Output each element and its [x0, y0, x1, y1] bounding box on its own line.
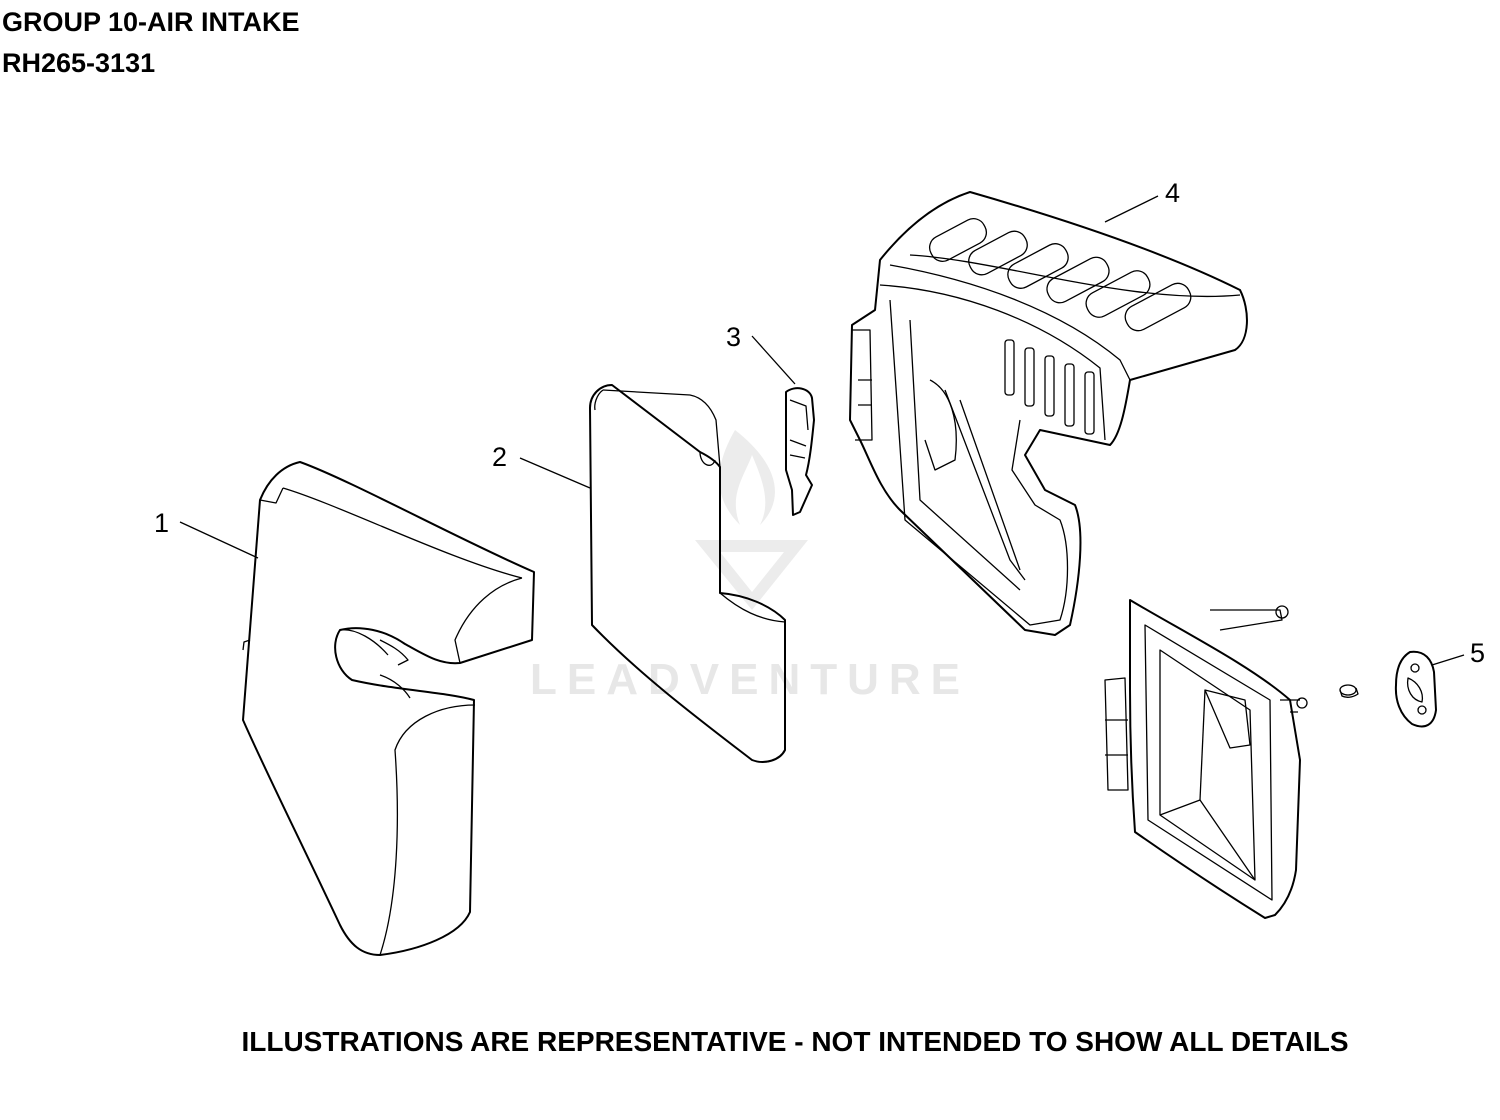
part-5-gasket: [1394, 650, 1437, 728]
callout-4: 4: [1165, 178, 1180, 208]
leader-lines: [179, 195, 1465, 666]
spacer-pin: [1339, 684, 1359, 698]
flame-v-logo-icon: [695, 430, 808, 610]
callout-2: 2: [492, 442, 507, 472]
housing-side-vents: [1004, 339, 1095, 435]
callout-3: 3: [726, 322, 741, 352]
diagram-subtitle: RH265-3131: [2, 48, 156, 78]
disclaimer-note: ILLUSTRATIONS ARE REPRESENTATIVE - NOT I…: [241, 1026, 1349, 1057]
part-back-plate: [1104, 599, 1308, 919]
callout-5: 5: [1470, 638, 1485, 668]
watermark-text: LEADVENTURE: [529, 655, 971, 704]
part-3-clip: [785, 387, 815, 516]
callout-1: 1: [154, 508, 169, 538]
part-4-air-cleaner-housing: [849, 191, 1248, 636]
part-1-air-cleaner-cover: [242, 461, 535, 956]
housing-vent-slots: [928, 218, 1192, 332]
part-2-foam-filter: [589, 384, 786, 763]
diagram-title: GROUP 10-AIR INTAKE: [2, 7, 300, 37]
